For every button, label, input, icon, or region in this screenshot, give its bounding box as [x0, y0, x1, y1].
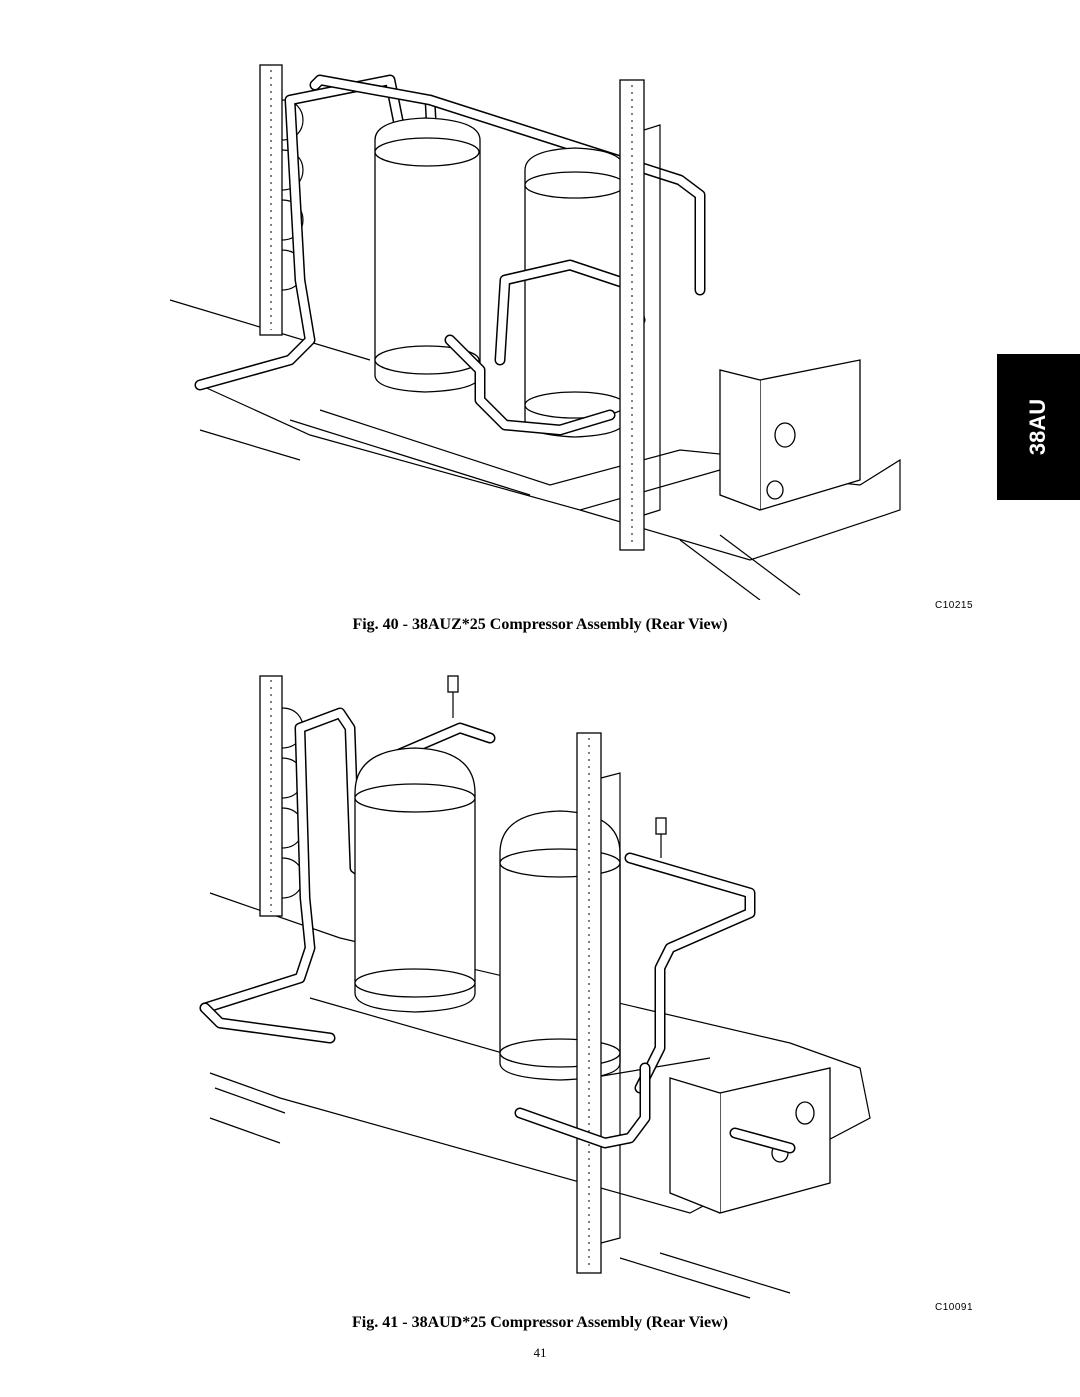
figure-41-code: C10091 [935, 1302, 974, 1313]
section-side-tab-label: 38AU [1025, 398, 1051, 456]
figure-41-caption: Fig. 41 - 38AUD*25 Compressor Assembly (… [352, 1314, 728, 1331]
figure-40-illustration [160, 40, 920, 600]
figure-41-drawing [199, 675, 871, 1299]
figure-41-illustration [190, 668, 890, 1308]
figure-40-code: C10215 [935, 600, 974, 611]
section-side-tab: 38AU [997, 354, 1080, 500]
figure-40-drawing [169, 64, 901, 600]
figure-40-caption: Fig. 40 - 38AUZ*25 Compressor Assembly (… [352, 616, 728, 633]
page-number: 41 [533, 1345, 547, 1360]
